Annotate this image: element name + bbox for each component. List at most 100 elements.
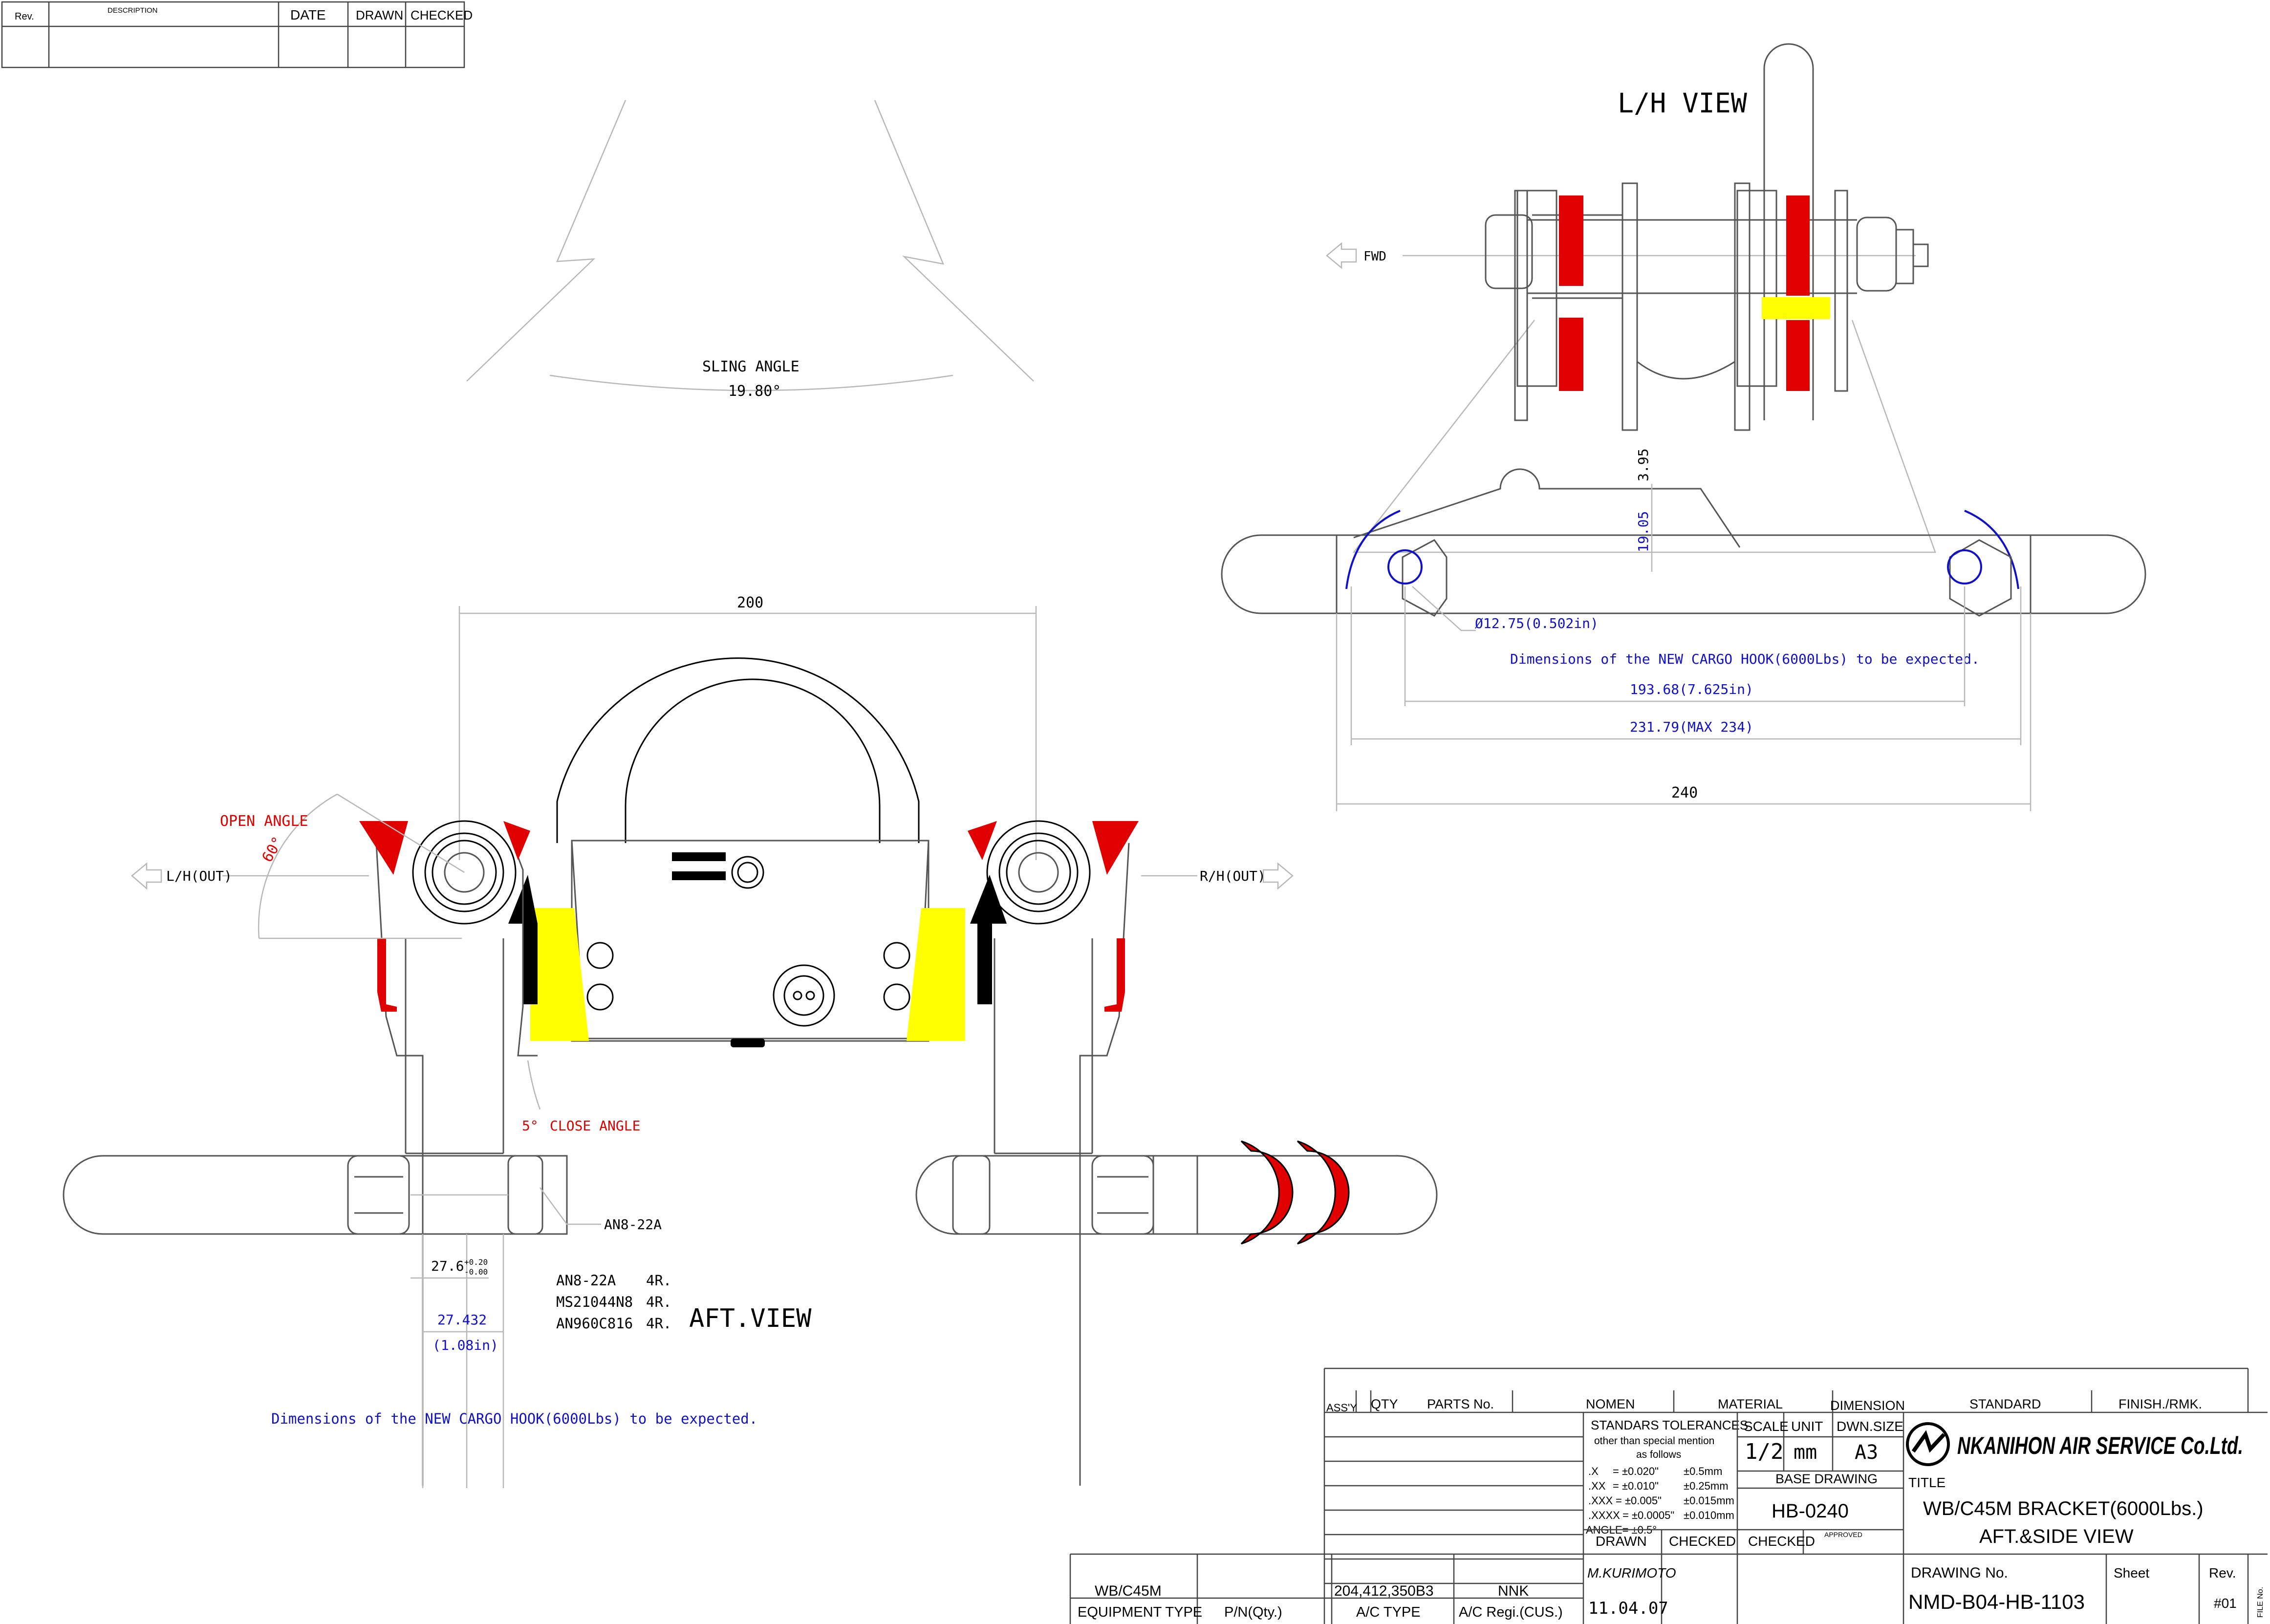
- title-label: TITLE: [1908, 1475, 1946, 1490]
- lh-view: L/H VIEW FWD: [1221, 43, 2146, 811]
- unit-value: mm: [1794, 1441, 1817, 1464]
- red-latch-left-top: [359, 821, 408, 875]
- tol-row2-inch: = ±0.010": [1613, 1480, 1659, 1492]
- tol-row1-k: .X: [1588, 1465, 1599, 1477]
- sling-line-right: [874, 100, 1034, 382]
- ac-regi-value: NNK: [1498, 1583, 1529, 1599]
- tol-title: STANDARS TOLERANCES: [1591, 1418, 1748, 1432]
- lh-out-arrow-icon: [131, 862, 162, 890]
- dim-27-6-tol-plus: +0.20: [464, 1257, 488, 1267]
- side-plate-right: [1736, 190, 1777, 387]
- dim-3-95: 3.95: [1635, 449, 1651, 481]
- ac-regi-label: A/C Regi.(CUS.): [1459, 1604, 1563, 1620]
- bom-standard: STANDARD: [1969, 1397, 2041, 1411]
- tol-row2-k: .XX: [1588, 1480, 1606, 1492]
- lower-bar-left: [63, 1155, 568, 1235]
- red-pad-left-bottom: [1559, 318, 1583, 391]
- scale-label: SCALE: [1744, 1419, 1789, 1434]
- dim-193-68: 193.68(7.625in): [1630, 681, 1753, 697]
- dim-19-05: 19.05: [1635, 511, 1651, 552]
- red-pad-right-bottom: [1786, 320, 1810, 391]
- drawn-date: 11.04.07: [1588, 1599, 1668, 1618]
- hole-left: [1387, 549, 1423, 585]
- revision-block: Rev. DESCRIPTION DATE DRAWN CHECKED: [1, 1, 473, 68]
- red-latch-right-top: [1092, 821, 1139, 875]
- drawing-no-value: NMD-B04-HB-1103: [1908, 1590, 2085, 1613]
- equipment-type-value: WB/C45M: [1095, 1583, 1162, 1599]
- tol-row3-inch: = ±0.005": [1616, 1494, 1662, 1507]
- hole-right: [1947, 549, 1982, 585]
- open-angle-value: 60°: [259, 834, 287, 865]
- tol-sub2: as follows: [1636, 1449, 1681, 1460]
- file-no-label: FILE No.: [2256, 1587, 2265, 1618]
- tol-row4-inch: = ±0.0005": [1622, 1509, 1674, 1521]
- yellow-spacer: [1762, 297, 1830, 319]
- lh-view-title: L/H VIEW: [1618, 87, 1748, 119]
- pivot-left-outer: [412, 820, 517, 925]
- red-pad-right-top: [1786, 195, 1810, 296]
- approved-label: APPROVED: [1824, 1531, 1862, 1538]
- hardware-part-2: MS21044N8: [556, 1294, 633, 1310]
- description-col-label: DESCRIPTION: [108, 6, 158, 15]
- tol-row1-mm: ±0.5mm: [1684, 1465, 1722, 1477]
- close-angle-label: CLOSE ANGLE: [550, 1118, 640, 1134]
- sling-angle-label: SLING ANGLE: [702, 358, 800, 375]
- aft-view-title: AFT.VIEW: [689, 1304, 812, 1333]
- upper-loop: [1763, 43, 1814, 420]
- size-label: DWN.SIZE: [1837, 1419, 1903, 1434]
- red-c-shape-2: [1297, 1140, 1350, 1245]
- checked-label-2: CHECKED: [1748, 1534, 1815, 1549]
- bom-assy: ASS'Y: [1326, 1402, 1357, 1414]
- sling-angle-value: 19.80°: [728, 383, 781, 400]
- drawn-label: DRAWN: [1596, 1534, 1647, 1549]
- date-col-label: DATE: [290, 7, 326, 22]
- rh-out-arrow-icon: [1262, 862, 1294, 890]
- bom-nomen: NOMEN: [1586, 1397, 1635, 1411]
- shackle-ring-inner: [625, 678, 881, 843]
- hook-center-boss: [773, 964, 835, 1027]
- ac-type-value: 204,412,350B3: [1334, 1583, 1434, 1599]
- red-strip-left: [377, 938, 397, 1012]
- bom-parts-no: PARTS No.: [1427, 1397, 1494, 1411]
- base-drawing-value: HB-0240: [1772, 1500, 1849, 1522]
- title-line-2: AFT.&SIDE VIEW: [1979, 1526, 2134, 1547]
- dim-27-6-tol-minus: -0.00: [464, 1267, 488, 1277]
- hole-left-nut: [1402, 539, 1448, 617]
- pn-label: P/N(Qty.): [1224, 1604, 1282, 1620]
- aft-view-note: Dimensions of the NEW CARGO HOOK(6000Lbs…: [271, 1410, 757, 1427]
- shackle-ring-outer: [556, 657, 920, 843]
- fwd-arrow-icon: [1326, 242, 1357, 269]
- dim-200: 200: [737, 594, 763, 611]
- dim-27-6: 27.6: [431, 1258, 464, 1274]
- lh-lower-bar: [1221, 534, 2146, 614]
- dim-240: 240: [1671, 784, 1698, 801]
- lower-bar-right: [915, 1155, 1438, 1235]
- company-name: NKANIHON AIR SERVICE Co.Ltd.: [1957, 1432, 2243, 1459]
- checked-col-label: CHECKED: [411, 8, 473, 22]
- rev-value: #01: [2214, 1596, 2237, 1611]
- drawn-col-label: DRAWN: [356, 8, 403, 22]
- open-angle-label: OPEN ANGLE: [220, 813, 308, 830]
- hole-right-nut: [1949, 539, 2012, 617]
- hole-diameter: Ø12.75(0.502in): [1475, 615, 1599, 631]
- dim-27-432: 27.432: [437, 1312, 487, 1328]
- close-angle-value: 5°: [522, 1118, 539, 1134]
- tol-row4-k: .XXXX: [1588, 1509, 1620, 1521]
- title-block: ASS'Y QTY PARTS No. NOMEN MATERIAL DIMEN…: [1069, 1367, 2268, 1624]
- yellow-block-right: [907, 908, 965, 1041]
- sheet-label: Sheet: [2114, 1565, 2149, 1581]
- tol-row2-mm: ±0.25mm: [1684, 1480, 1729, 1492]
- bom-material: MATERIAL: [1718, 1397, 1783, 1411]
- drawn-by: M.KURIMOTO: [1587, 1565, 1676, 1581]
- bolt-callout: AN8-22A: [604, 1216, 662, 1233]
- hardware-qty-3: 4R.: [646, 1315, 671, 1332]
- aft-view: SLING ANGLE 19.80° 200: [63, 100, 1438, 1488]
- hardware-part-3: AN960C816: [556, 1315, 633, 1332]
- lh-view-note: Dimensions of the NEW CARGO HOOK(6000Lbs…: [1510, 651, 1980, 667]
- tol-sub1: other than special mention: [1594, 1435, 1714, 1447]
- size-value: A3: [1855, 1441, 1878, 1464]
- hardware-qty-2: 4R.: [646, 1294, 671, 1310]
- checked-label: CHECKED: [1669, 1534, 1736, 1549]
- hardware-qty-1: 4R.: [646, 1272, 671, 1289]
